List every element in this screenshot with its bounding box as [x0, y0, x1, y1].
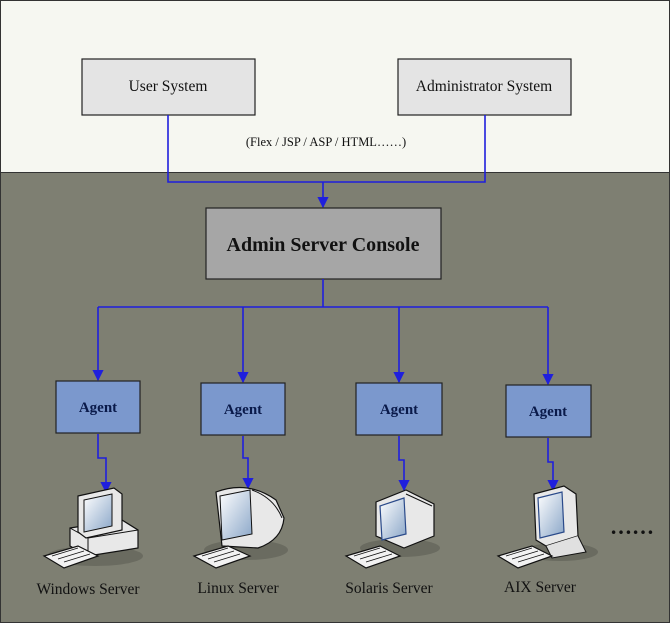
agent-box-solaris: Agent: [355, 382, 443, 436]
agent-box-windows: Agent: [55, 380, 141, 434]
client-connectors: [167, 115, 486, 209]
server-label-aix: AIX Server: [504, 579, 577, 596]
administrator-system-label: Administrator System: [416, 78, 552, 95]
user-system-box: User System: [81, 58, 256, 116]
server-label-windows: Windows Server: [36, 581, 140, 598]
flat-monitor-computer-icon: [496, 485, 598, 569]
server-label-linux: Linux Server: [197, 580, 279, 597]
technologies-caption: (Flex / JSP / ASP / HTML……): [246, 135, 406, 149]
agent-label: Agent: [529, 404, 567, 420]
agent-label: Agent: [224, 402, 262, 418]
imac-computer-icon: [192, 486, 288, 569]
agent-label: Agent: [380, 402, 418, 418]
admin-server-console-box: Admin Server Console: [205, 207, 442, 280]
agent-connectors: [92, 279, 559, 494]
desktop-computer-icon: [42, 487, 143, 569]
more-servers-ellipsis: ……: [610, 514, 654, 539]
administrator-system-box: Administrator System: [397, 58, 572, 116]
server-label-solaris: Solaris Server: [345, 580, 433, 597]
user-system-label: User System: [129, 78, 208, 95]
admin-server-console-label: Admin Server Console: [227, 234, 420, 256]
agent-label: Agent: [79, 400, 117, 416]
crt-computer-icon: [344, 489, 440, 569]
agent-box-linux: Agent: [200, 382, 286, 436]
agent-box-aix: Agent: [505, 384, 592, 438]
